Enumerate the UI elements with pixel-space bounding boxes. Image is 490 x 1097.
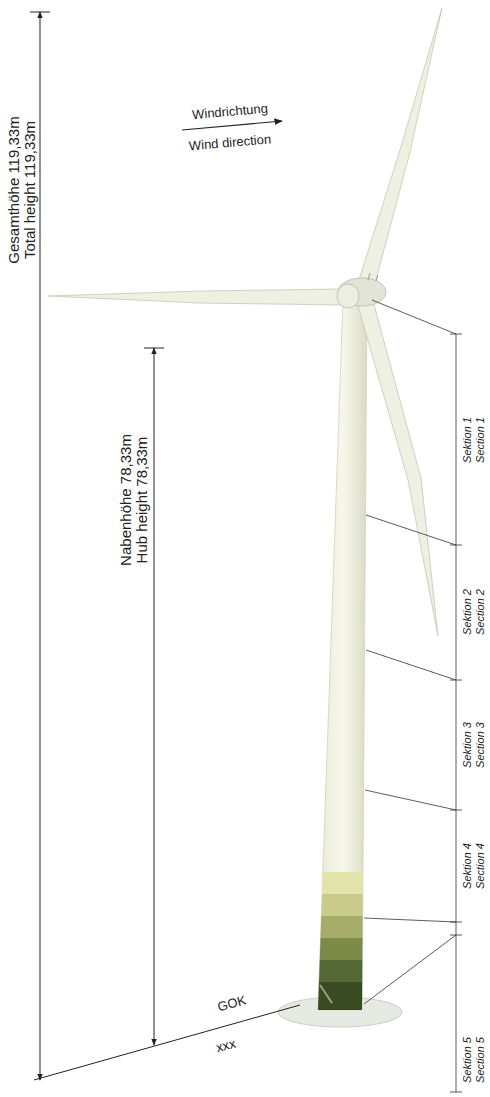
dimension-line	[154, 348, 155, 1045]
section-label: Section 4	[474, 843, 486, 889]
ground-line	[34, 1005, 300, 1080]
wind-arrow	[182, 121, 282, 130]
section-label: Sektion 4	[461, 843, 473, 889]
section-label: Sektion 2	[461, 589, 473, 635]
dimension-label: Gesamthöhe 119,33m	[6, 116, 23, 263]
section-label: Section 5	[474, 1037, 486, 1083]
wind-label: Windrichtung	[192, 102, 269, 123]
ground-label: xxx	[215, 1037, 238, 1056]
section-label: Sektion 1	[461, 417, 473, 463]
dimension-label: Hub height 78,33m	[134, 437, 151, 564]
hub	[337, 284, 359, 308]
section-label: Sektion 5	[461, 1037, 473, 1083]
section-label: Section 3	[474, 722, 486, 768]
blade	[48, 289, 342, 305]
section-leaders	[364, 300, 462, 1092]
ground-label: GOK	[216, 993, 248, 1014]
blade	[358, 301, 438, 636]
section-label: Section 2	[474, 589, 486, 635]
tower-bands	[300, 872, 380, 1012]
blade	[358, 8, 442, 291]
wind-label: Wind direction	[188, 132, 271, 153]
section-label: Section 1	[474, 417, 486, 463]
ladder	[320, 985, 332, 1003]
section-label: Sektion 3	[461, 722, 473, 768]
dimension-label: Total height 119,33m	[22, 121, 39, 259]
dimension-label: Nabenhöhe 78,33m	[118, 434, 135, 566]
dimension-line	[40, 12, 41, 1080]
